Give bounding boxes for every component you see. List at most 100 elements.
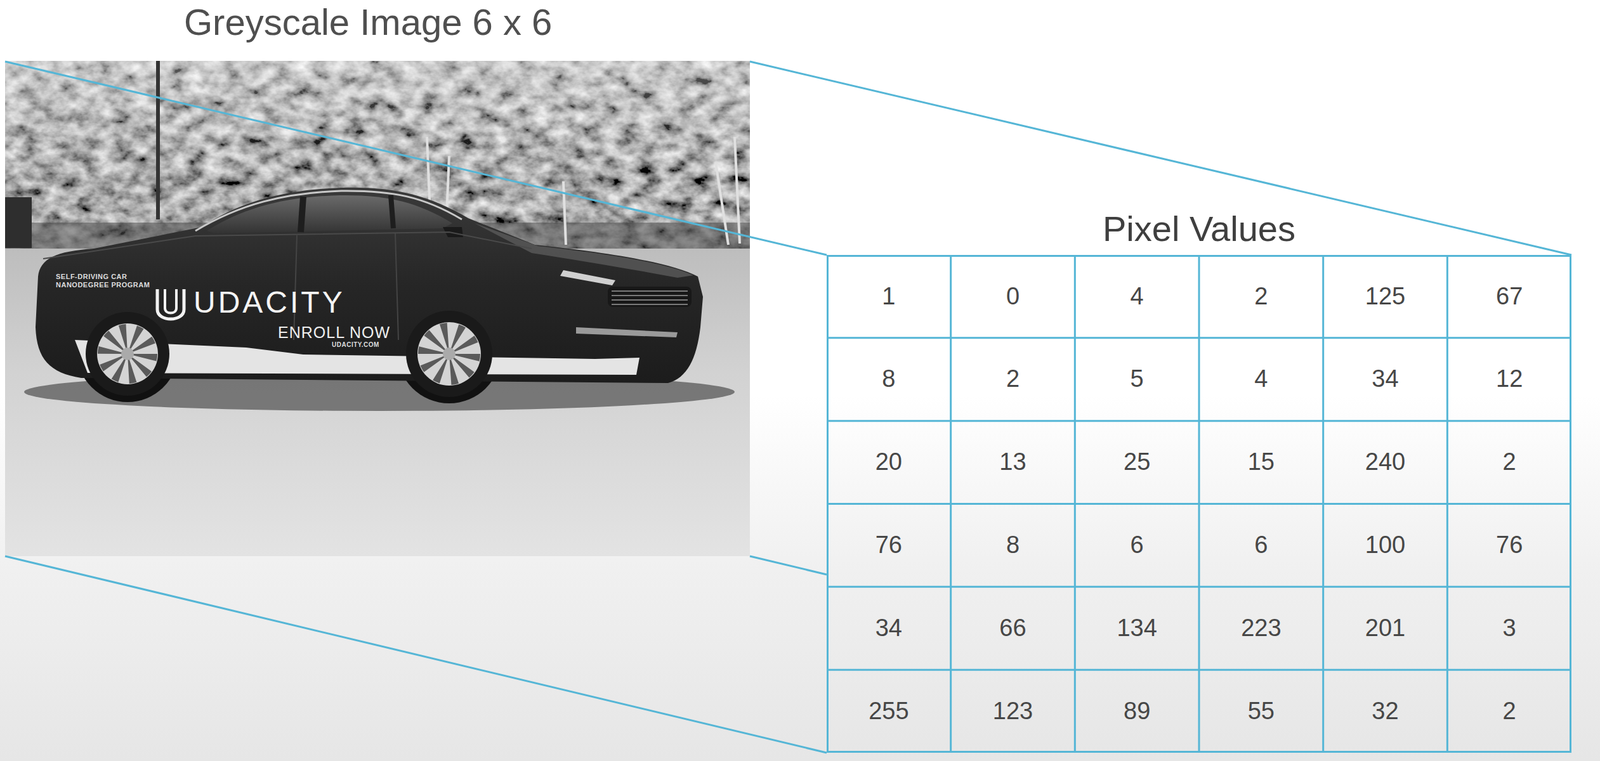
pixel-value: 55	[1247, 698, 1275, 726]
pixel-value: 4	[1254, 366, 1268, 393]
car-lettering: ENROLL NOW	[277, 322, 391, 342]
table-cell: 223	[1199, 586, 1324, 670]
illustration-part	[300, 196, 304, 233]
car-photo	[5, 60, 750, 557]
table-cell: 4	[1074, 255, 1200, 339]
pixel-value: 6	[1130, 532, 1144, 559]
pixel-value: 34	[1371, 366, 1399, 393]
pixel-value: 25	[1123, 449, 1151, 476]
illustration-part	[611, 290, 688, 292]
foliage	[5, 60, 750, 258]
dumpster	[5, 197, 32, 249]
light-pole	[156, 60, 160, 220]
illustration-part	[474, 223, 694, 278]
table-cell: 1	[826, 255, 951, 339]
table-cell: 2	[1199, 255, 1324, 339]
illustration-part	[611, 303, 688, 306]
illustration-part	[611, 299, 688, 301]
illustration-part	[85, 312, 170, 396]
illustration-part	[206, 195, 453, 234]
table-cell: 20	[826, 421, 951, 505]
table-cell: 76	[826, 504, 951, 588]
pixel-value: 134	[1116, 615, 1157, 643]
car-lettering: SELF-DRIVING CAR NANODEGREE PROGRAM	[55, 272, 151, 290]
illustration-part	[607, 286, 692, 308]
table-cell: 3	[1447, 586, 1572, 670]
illustration-part	[560, 270, 616, 286]
table-cell: 12	[1447, 338, 1572, 422]
illustration-part	[109, 336, 146, 372]
pixel-value: 20	[875, 449, 903, 476]
table-cell: 240	[1323, 421, 1448, 505]
car-decal: ENROLL NOW	[277, 322, 391, 342]
pixel-value: 12	[1495, 366, 1523, 393]
car-decal: UDACITY.COM	[331, 341, 380, 349]
illustration-part	[611, 295, 688, 297]
grid-lines	[826, 255, 1572, 754]
pixel-value: 4	[1130, 283, 1144, 311]
illustration-part	[442, 347, 456, 361]
illustration-part	[417, 322, 481, 386]
table-cell: 123	[950, 669, 1076, 754]
illustration-part	[164, 289, 177, 314]
table-cell: 55	[1199, 669, 1324, 754]
pixel-value: 255	[868, 698, 909, 726]
table-cell: 34	[1323, 338, 1448, 422]
car	[35, 187, 703, 404]
pixel-value: 76	[1495, 532, 1523, 559]
pixel-value: 223	[1240, 615, 1281, 643]
table-cell: 4	[1199, 338, 1324, 422]
grid-heading: Pixel Values	[1102, 208, 1296, 249]
car-decal: SELF-DRIVING CAR NANODEGREE PROGRAM	[55, 272, 151, 290]
table-cell: 2	[950, 338, 1076, 422]
pixel-value: 123	[992, 698, 1033, 726]
table-cell: 32	[1323, 669, 1448, 754]
illustration-part	[5, 61, 1572, 754]
table-cell: 67	[1447, 255, 1572, 339]
pixel-value: 2	[1006, 366, 1020, 393]
rear-wheel	[85, 312, 170, 396]
illustration-part	[157, 289, 184, 320]
illustration-part	[563, 181, 566, 245]
pixel-value: 89	[1123, 698, 1151, 726]
illustration-part	[43, 232, 532, 259]
table-cell: 66	[950, 586, 1076, 670]
car-lettering: UDACITY.COM	[331, 341, 380, 349]
table-cell: 201	[1323, 586, 1448, 670]
pixel-value: 0	[1006, 283, 1020, 311]
table-cell: 2	[1447, 421, 1572, 505]
table-cell: 2	[1447, 669, 1572, 754]
car-lettering: UDACITY	[193, 284, 346, 322]
illustration-part	[576, 327, 678, 338]
illustration-part	[826, 255, 1572, 754]
illustration-part	[715, 162, 729, 245]
pixel-value: 15	[1247, 449, 1275, 476]
table-cell: 76	[1447, 504, 1572, 588]
sky-light	[5, 60, 750, 258]
illustration-part	[195, 190, 462, 231]
table-cell: 100	[1323, 504, 1448, 588]
illustration-part	[406, 310, 493, 398]
pixel-value: 1	[881, 283, 896, 311]
illustration-part	[734, 137, 740, 244]
projection-line	[5, 556, 827, 754]
pixel-value: 13	[999, 449, 1026, 476]
pixel-value: 66	[999, 615, 1026, 643]
pixel-value: 8	[881, 366, 896, 393]
tree-band	[5, 60, 750, 258]
pixel-grid: Pixel Values	[826, 255, 1572, 754]
illustration-part	[430, 335, 468, 373]
car-decal: UDACITY	[193, 284, 346, 322]
pixel-value: 100	[1365, 532, 1406, 559]
pixel-value: 201	[1365, 615, 1406, 643]
table-cell: 125	[1323, 255, 1448, 339]
pixel-value: 8	[1006, 532, 1020, 559]
pixel-value: 2	[1502, 698, 1517, 726]
table-cell: 15	[1199, 421, 1324, 505]
table-cell: 6	[1199, 504, 1324, 588]
table-cell: 89	[1074, 669, 1200, 754]
pixel-value: 5	[1130, 366, 1144, 393]
heading-box: Pixel Values	[828, 208, 1570, 250]
